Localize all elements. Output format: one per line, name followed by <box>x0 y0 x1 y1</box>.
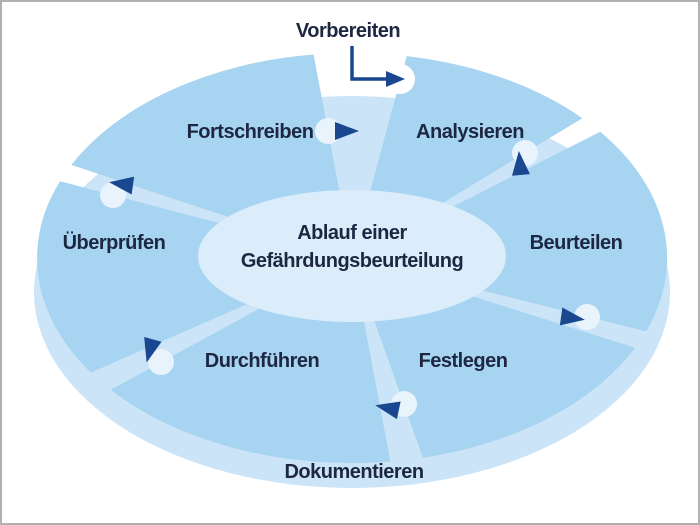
entry-arrowhead-icon <box>386 71 405 87</box>
segment-label-ueberpruefen: Überprüfen <box>63 231 166 254</box>
notch-durchfuehren <box>148 349 174 375</box>
notch-beurteilen <box>574 304 600 330</box>
entry-step-label: Vorbereiten <box>296 20 400 42</box>
segment-label-durchfuehren: Durchführen <box>205 350 320 372</box>
segment-label-beurteilen: Beurteilen <box>530 232 623 254</box>
flow-arrow-icon-top <box>335 122 359 140</box>
center-ellipse <box>198 190 506 322</box>
flow-arrow-icon-lower-right <box>559 307 585 326</box>
segment-label-festlegen: Festlegen <box>419 350 508 372</box>
flow-arrow-icon-upper-left <box>109 176 135 195</box>
notch-fortschreiben-exit <box>315 118 341 144</box>
outer-band-label: Dokumentieren <box>284 461 423 483</box>
segment-label-analysieren: Analysieren <box>416 121 524 143</box>
segment-label-fortschreiben: Fortschreiben <box>187 121 314 143</box>
center-title-line1: Ablauf einer <box>297 222 407 244</box>
notch-ueberpruefen <box>100 182 126 208</box>
entry-elbow-arrow <box>350 46 386 81</box>
flow-arrow-icon-lower-left <box>144 337 162 363</box>
segment-wedge-beurteilen <box>352 131 668 332</box>
segment-wedge-ueberpruefen <box>37 181 352 373</box>
center-title-line2: Gefährdungsbeurteilung <box>241 250 463 272</box>
flow-arrow-icon-bottom <box>375 401 401 420</box>
flow-arrow-icon-upper-right <box>511 151 530 176</box>
